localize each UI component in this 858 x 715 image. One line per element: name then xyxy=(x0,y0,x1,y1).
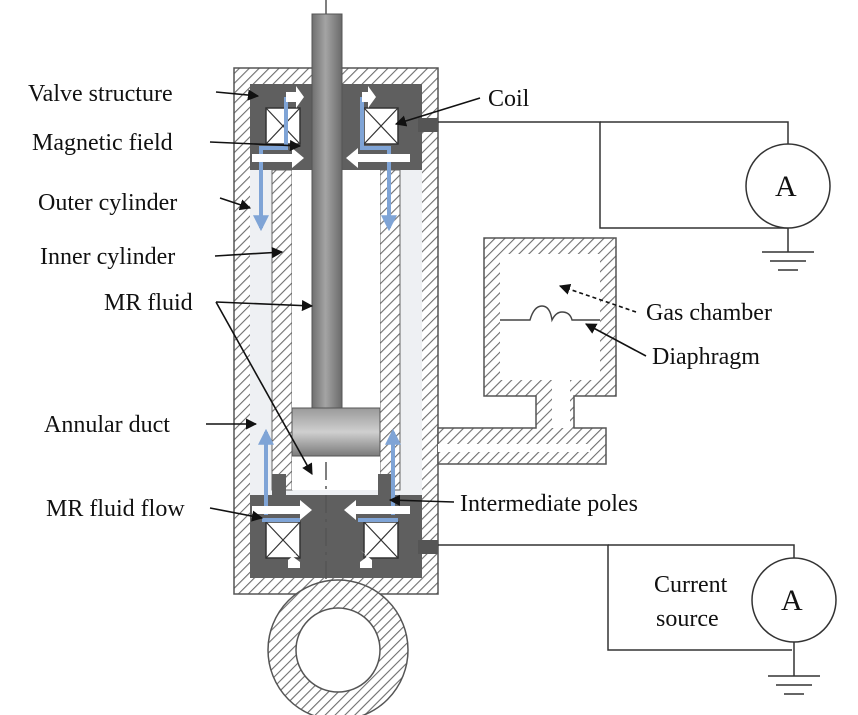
bottom-ground-icon xyxy=(768,675,820,695)
gas-chamber-neck xyxy=(552,380,570,428)
field-arrow-bottom-down-right xyxy=(360,550,372,568)
label-valve-structure: Valve structure xyxy=(28,81,173,107)
piston-head xyxy=(291,407,381,457)
top-ground-icon xyxy=(762,251,814,271)
label-annular-duct: Annular duct xyxy=(44,412,170,438)
flow-arrows xyxy=(253,97,401,522)
gas-chamber-assembly xyxy=(437,237,617,465)
top-coil-terminal xyxy=(418,118,438,132)
inner-cylinder-wall-left xyxy=(271,169,293,491)
label-mr-fluid: MR fluid xyxy=(104,290,193,316)
ammeter-top-symbol: A xyxy=(775,170,797,203)
label-diaphragm: Diaphragm xyxy=(652,344,760,370)
bottom-wire-supply xyxy=(608,544,795,558)
top-wire-return xyxy=(438,121,788,229)
label-intermediate-poles: Intermediate poles xyxy=(460,491,638,517)
electrical-circuit xyxy=(438,121,837,695)
label-current-source-line2: source xyxy=(656,606,719,632)
magnetic-field-arrows xyxy=(252,86,410,568)
top-wire-supply xyxy=(600,121,789,148)
field-arrow-bottom-right xyxy=(344,500,410,520)
bottom-coil-terminal xyxy=(418,540,438,554)
label-current-source-line1: Current xyxy=(654,572,728,598)
label-outer-cylinder: Outer cylinder xyxy=(38,190,177,216)
label-gas-chamber: Gas chamber xyxy=(646,300,772,326)
piston-rod xyxy=(311,13,343,423)
bottom-wire-return xyxy=(438,544,792,651)
field-arrow-top-up-left xyxy=(286,86,304,108)
field-arrow-bottom-down-left xyxy=(288,550,300,568)
intermediate-pole-left xyxy=(272,474,286,498)
label-mr-fluid-flow: MR fluid flow xyxy=(46,496,185,522)
leader-lines xyxy=(206,89,647,522)
intermediate-pole-right xyxy=(378,474,392,498)
field-arrow-top-right xyxy=(346,148,410,168)
labels: Valve structure Magnetic field Outer cyl… xyxy=(28,81,803,632)
gas-chamber-interior xyxy=(500,254,600,380)
label-inner-cylinder: Inner cylinder xyxy=(40,244,175,270)
label-coil: Coil xyxy=(488,86,530,112)
gas-connection-passage xyxy=(438,444,590,452)
field-arrow-top-left xyxy=(252,148,304,168)
field-arrow-top-up-right xyxy=(362,86,376,108)
flow-left-down xyxy=(253,97,288,232)
field-arrow-bottom-left xyxy=(252,500,312,520)
flow-right-down xyxy=(360,97,397,232)
ammeter-bottom-symbol: A xyxy=(781,584,803,617)
diaphragm xyxy=(500,305,600,323)
bottom-eyelet xyxy=(267,579,409,715)
label-magnetic-field: Magnetic field xyxy=(32,130,173,156)
